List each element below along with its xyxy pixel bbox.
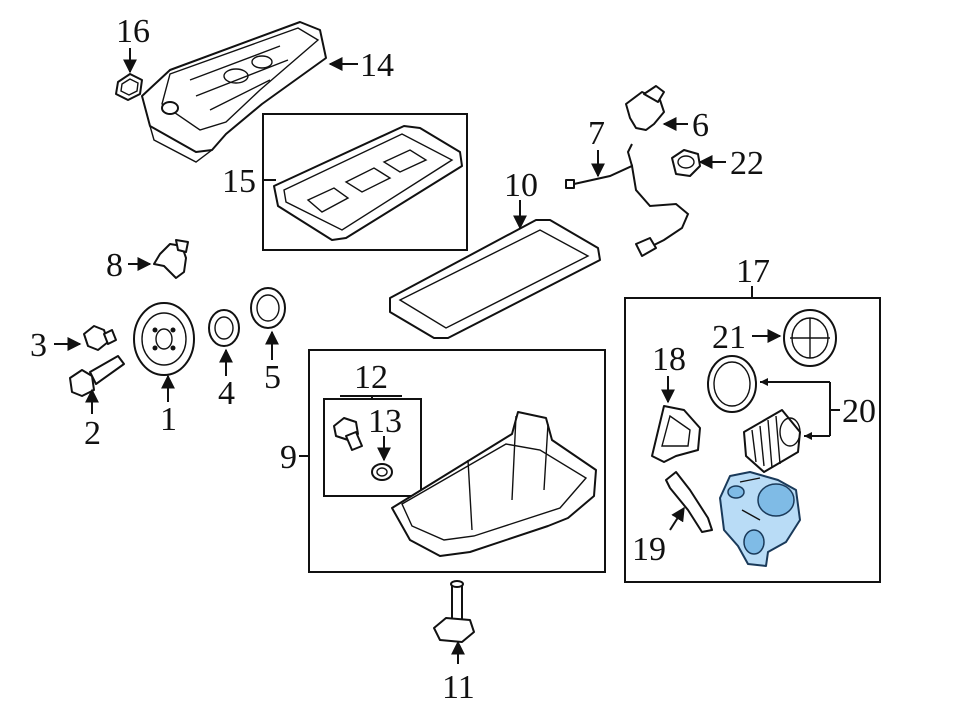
callout-14: 14: [360, 47, 394, 84]
oil-filter-element: [743, 409, 801, 473]
rear-seal: [250, 287, 286, 329]
oil-filler-cap: [115, 73, 143, 101]
valve-cover: [141, 21, 327, 163]
bolt-short: [83, 325, 117, 351]
oil-level-sensor: [433, 580, 475, 643]
oil-pressure-switch: [671, 149, 701, 177]
drain-plug: [333, 417, 363, 451]
oil-filter-cap: [783, 309, 837, 367]
filter-housing-seal: [707, 355, 757, 413]
bracket-20: [760, 381, 840, 437]
oil-pan: [391, 411, 597, 557]
callout-11: 11: [442, 669, 475, 706]
crankshaft-pulley: [133, 302, 195, 376]
callout-5: 5: [264, 359, 281, 396]
bolt-long: [69, 355, 125, 397]
arrow-19: [669, 506, 685, 531]
callout-10: 10: [504, 167, 538, 204]
callout-4: 4: [218, 375, 235, 412]
callout-1: 1: [160, 401, 177, 438]
cooler-seal: [665, 471, 713, 533]
valve-cover-gasket-box: [262, 113, 468, 251]
bracket-12: [340, 395, 402, 400]
callout-16: 16: [116, 13, 150, 50]
oil-pan-box: [308, 349, 606, 573]
front-seal: [208, 309, 240, 347]
callout-18: 18: [652, 341, 686, 378]
callout-2: 2: [84, 415, 101, 452]
camshaft-sensor: [625, 85, 665, 131]
housing-gasket: [651, 405, 701, 463]
callout-19: 19: [632, 531, 666, 568]
callout-21: 21: [712, 319, 746, 356]
callout-8: 8: [106, 247, 123, 284]
callout-12: 12: [354, 359, 388, 396]
crankshaft-sensor: [153, 239, 189, 279]
callout-7: 7: [588, 115, 605, 152]
callout-6: 6: [692, 107, 709, 144]
drain-plug-washer: [371, 463, 393, 481]
callout-17: 17: [736, 253, 770, 290]
callout-9: 9: [280, 439, 297, 476]
valve-cover-gasket: [273, 125, 463, 241]
callout-22: 22: [730, 145, 764, 182]
callout-15: 15: [222, 163, 256, 200]
callout-20: 20: [842, 393, 876, 430]
dipstick-tube: [565, 143, 690, 257]
callout-3: 3: [30, 327, 47, 364]
callout-13: 13: [368, 403, 402, 440]
oil-filter-housing: [719, 471, 801, 567]
oil-pan-gasket: [389, 219, 601, 339]
